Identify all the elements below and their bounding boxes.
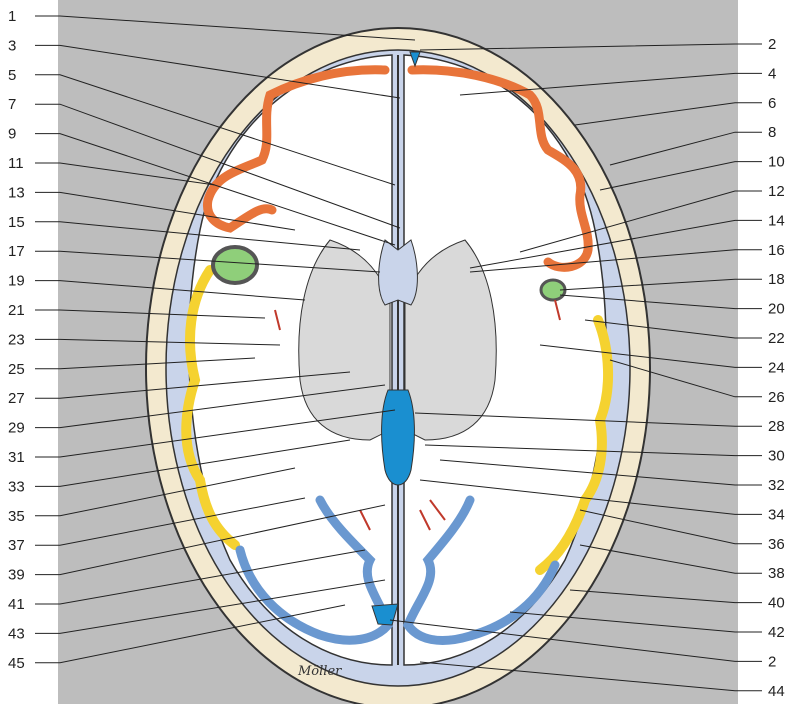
label-number-left: 25 bbox=[8, 361, 25, 378]
label-number-right: 22 bbox=[768, 330, 785, 347]
label-number-left: 27 bbox=[8, 390, 25, 407]
label-number-right: 40 bbox=[768, 595, 785, 612]
label-number-right: 6 bbox=[768, 95, 776, 112]
label-number-left: 31 bbox=[8, 449, 25, 466]
label-number-right: 28 bbox=[768, 418, 785, 435]
label-number-right: 10 bbox=[768, 154, 785, 171]
label-number-left: 1 bbox=[8, 8, 16, 25]
label-number-right: 4 bbox=[768, 65, 776, 82]
label-number-left: 17 bbox=[8, 243, 25, 260]
label-number-right: 16 bbox=[768, 242, 785, 259]
label-number-right: 12 bbox=[768, 183, 785, 200]
label-number-left: 15 bbox=[8, 214, 25, 231]
label-number-right: 8 bbox=[768, 124, 776, 141]
artist-signature: Möller bbox=[297, 664, 342, 679]
right-labels: 2468101214161820222426283032343638404224… bbox=[768, 36, 785, 700]
label-number-right: 20 bbox=[768, 301, 785, 318]
label-number-left: 29 bbox=[8, 420, 25, 437]
label-number-right: 36 bbox=[768, 536, 785, 553]
label-number-left: 45 bbox=[8, 655, 25, 672]
label-number-right: 26 bbox=[768, 389, 785, 406]
label-number-right: 38 bbox=[768, 565, 785, 582]
label-number-right: 24 bbox=[768, 359, 785, 376]
label-number-left: 3 bbox=[8, 37, 16, 54]
label-number-left: 33 bbox=[8, 478, 25, 495]
label-number-right: 18 bbox=[768, 271, 785, 288]
label-number-right: 2 bbox=[768, 653, 776, 670]
label-number-right: 34 bbox=[768, 506, 785, 523]
label-number-left: 11 bbox=[8, 155, 24, 172]
label-number-right: 14 bbox=[768, 212, 785, 229]
label-number-left: 41 bbox=[8, 596, 25, 613]
label-number-left: 5 bbox=[8, 67, 16, 84]
left-labels: 1357911131517192123252729313335373941434… bbox=[8, 8, 25, 672]
label-number-right: 30 bbox=[768, 448, 785, 465]
label-number-left: 23 bbox=[8, 331, 25, 348]
label-number-left: 21 bbox=[8, 302, 25, 319]
green-structure-left bbox=[213, 247, 257, 283]
lateral-ventricles bbox=[379, 240, 418, 305]
label-number-left: 35 bbox=[8, 508, 25, 525]
label-number-left: 9 bbox=[8, 126, 16, 143]
label-number-left: 43 bbox=[8, 625, 25, 642]
label-number-right: 42 bbox=[768, 624, 785, 641]
label-number-left: 37 bbox=[8, 537, 25, 554]
third-ventricle bbox=[382, 390, 415, 485]
label-number-left: 39 bbox=[8, 567, 25, 584]
label-number-left: 19 bbox=[8, 273, 25, 290]
label-number-left: 13 bbox=[8, 184, 25, 201]
label-number-right: 32 bbox=[768, 477, 785, 494]
label-number-right: 2 bbox=[768, 36, 776, 53]
label-number-left: 7 bbox=[8, 96, 16, 113]
label-number-right: 44 bbox=[768, 683, 785, 700]
